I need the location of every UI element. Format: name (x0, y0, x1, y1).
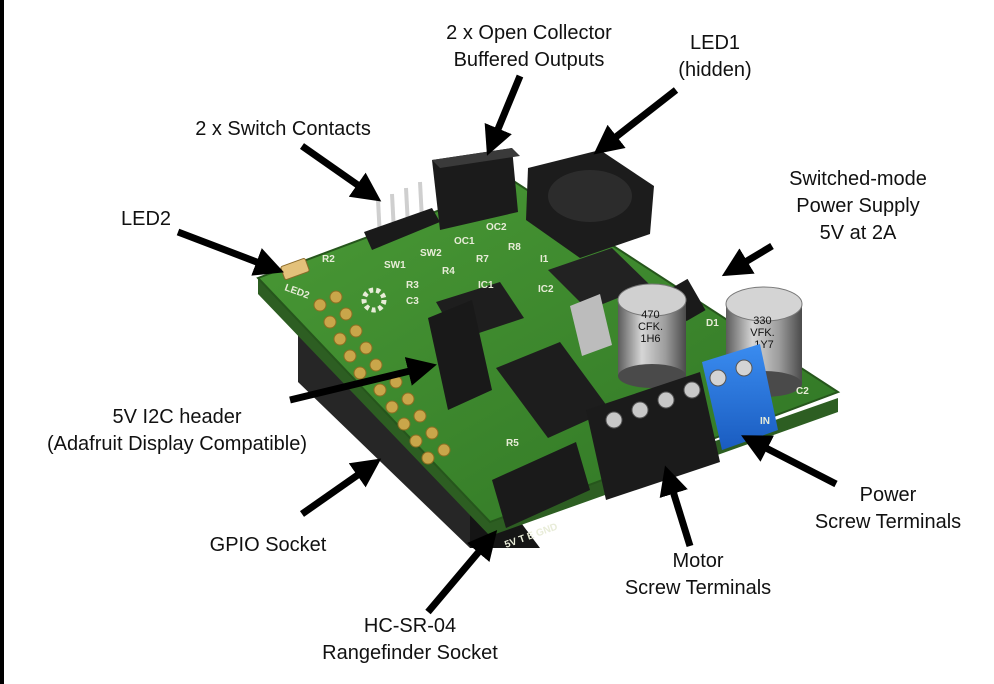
arrow-power (741, 435, 838, 488)
label-smps: Switched-mode Power Supply 5V at 2A (768, 166, 948, 247)
silk-sw1: SW1 (384, 260, 406, 271)
arrows (176, 74, 838, 615)
switch-header-base (364, 208, 440, 250)
arrow-smps (721, 242, 774, 277)
label-motor-line2: Screw Terminals (624, 577, 772, 599)
label-open-collector-line2: Buffered Outputs (453, 49, 605, 71)
label-gpio-socket: GPIO Socket (188, 532, 348, 559)
label-rangefinder-line1: HC-SR-04 (363, 615, 457, 637)
arrow-gpio (299, 458, 382, 517)
label-smps-line2: Power Supply (796, 195, 920, 217)
label-led1-line2: (hidden) (678, 59, 752, 81)
rangefinder-socket (492, 442, 590, 528)
label-power-line2: Screw Terminals (814, 511, 962, 533)
arrow-switch (299, 143, 382, 202)
arrow-led2 (176, 228, 284, 276)
label-i2c-line2: (Adafruit Display Compatible) (46, 433, 308, 455)
gear-logo (361, 287, 387, 313)
label-smps-line1: Switched-mode (789, 168, 927, 190)
arrow-led1 (593, 87, 679, 155)
silk-r3: R3 (406, 280, 419, 291)
left-border (0, 0, 4, 684)
label-motor-terminals: Motor Screw Terminals (600, 548, 796, 602)
power-screws (709, 359, 753, 387)
label-switch-contacts: 2 x Switch Contacts (168, 116, 398, 143)
silk-i1: I1 (540, 254, 549, 265)
silk-c2: C2 (796, 386, 809, 397)
motor-screws (605, 381, 701, 429)
silk-r5: R5 (506, 438, 519, 449)
silk-r7: R7 (476, 254, 489, 265)
label-i2c-header: 5V I2C header (Adafruit Display Compatib… (12, 404, 342, 458)
silk-ic2: IC2 (538, 284, 554, 295)
label-power-line1: Power (859, 484, 917, 506)
label-motor-line1: Motor (672, 550, 724, 572)
arrow-i2c (289, 357, 437, 404)
capacitor-470 (617, 283, 687, 388)
silk-in: IN (760, 416, 770, 427)
cap2-line1: 330 (753, 315, 771, 327)
silk-r8: R8 (508, 242, 521, 253)
label-open-collector-line1: 2 x Open Collector (446, 22, 612, 44)
silk-c3: C3 (406, 296, 419, 307)
i2c-header (428, 300, 492, 410)
label-rangefinder-line2: Rangefinder Socket (322, 642, 498, 664)
cap1-line1: 470 (641, 309, 659, 321)
label-led2: LED2 (106, 206, 186, 233)
pcb-edge (258, 278, 838, 536)
label-led2-line1: LED2 (120, 208, 172, 230)
cap2-line2: VFK. (750, 327, 774, 339)
arrow-open-collector (484, 74, 524, 156)
label-rangefinder: HC-SR-04 Rangefinder Socket (290, 613, 530, 667)
label-smps-line3: 5V at 2A (819, 222, 897, 244)
label-i2c-line1: 5V I2C header (112, 406, 242, 428)
silk-d1: D1 (706, 318, 719, 329)
silk-r4: R4 (442, 266, 455, 277)
label-led1-line1: LED1 (689, 32, 741, 54)
arrow-motor (659, 465, 694, 548)
silk-sw2: SW2 (420, 248, 442, 259)
label-open-collector: 2 x Open Collector Buffered Outputs (424, 20, 634, 74)
oc-header (432, 148, 518, 230)
arrow-rangefinder (425, 530, 498, 615)
cap1-line3: 1H6 (640, 333, 660, 345)
driver-ic (496, 342, 610, 438)
label-led1: LED1 (hidden) (660, 30, 770, 84)
gpio-pads (313, 290, 451, 465)
silk-ic1: IC1 (478, 280, 494, 291)
silk-r2: R2 (322, 254, 335, 265)
silk-oc2: OC2 (486, 222, 507, 233)
label-gpio-line1: GPIO Socket (209, 534, 327, 556)
silk-oc1: OC1 (454, 236, 475, 247)
cap1-line2: CFK. (638, 321, 663, 333)
label-switch-line1: 2 x Switch Contacts (195, 118, 371, 140)
label-power-terminals: Power Screw Terminals (790, 482, 986, 536)
